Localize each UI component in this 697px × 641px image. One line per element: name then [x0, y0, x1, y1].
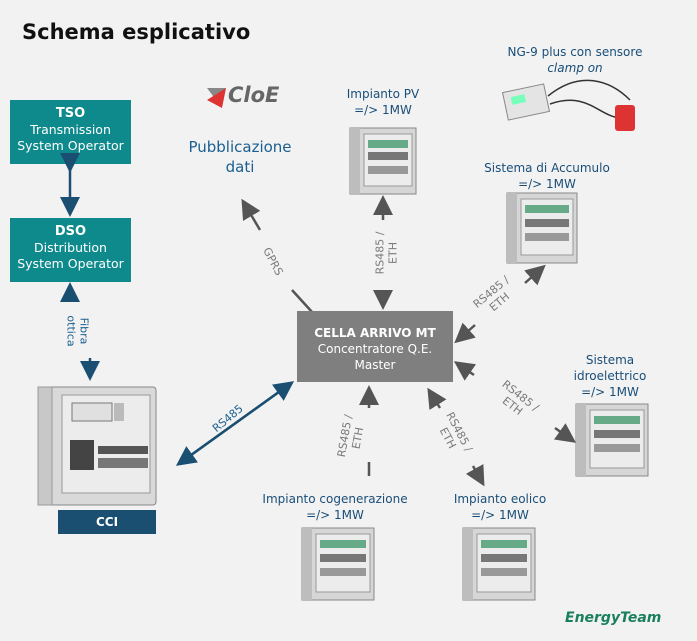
- accumulo-line1: Sistema di Accumulo: [484, 161, 610, 175]
- cloe-logo-text: CloE: [228, 83, 280, 107]
- accumulo-cabinet-image: [506, 192, 578, 264]
- publication-line2: dati: [225, 158, 255, 176]
- cci-label: CCI: [58, 510, 156, 534]
- ng9-label: NG-9 plus con sensore clamp on: [490, 44, 660, 76]
- eolico-label: Impianto eolico =/> 1MW: [440, 491, 560, 523]
- idro-label: Sistema idroelettrico =/> 1MW: [560, 352, 660, 400]
- pv-cabinet-image: [349, 127, 417, 195]
- idro-in-arrow: [453, 361, 477, 381]
- publication-label: Pubblicazione dati: [185, 137, 295, 177]
- cloe-logo-icon: [207, 88, 226, 108]
- dso-box: DSO Distribution System Operator: [10, 218, 131, 282]
- idro-cabinet-image: [575, 403, 649, 477]
- energyteam-logo: EnergyTeam: [565, 610, 662, 626]
- idro-line1: Sistema: [585, 353, 635, 367]
- eolico-cabinet-image: [462, 527, 536, 601]
- ng9-device-image: [501, 79, 635, 131]
- tso-box: TSO Transmission System Operator: [10, 100, 131, 164]
- ng9-line2: clamp on: [547, 61, 603, 75]
- pv-link-label: RS485 / ETH: [373, 232, 399, 275]
- pv-link-line2: ETH: [386, 242, 400, 264]
- publication-line1: Pubblicazione: [188, 138, 292, 156]
- pv-line2: =/> 1MW: [354, 103, 412, 117]
- accumulo-label: Sistema di Accumulo =/> 1MW: [472, 160, 622, 192]
- idro-line3: =/> 1MW: [581, 385, 639, 399]
- ng9-line1: NG-9 plus con sensore: [507, 45, 643, 59]
- tso-abbr: TSO: [55, 106, 86, 121]
- eolico-line1: Impianto eolico: [453, 492, 547, 506]
- pv-link-line1: RS485 /: [373, 231, 387, 275]
- cogen-line1: Impianto cogenerazione: [262, 492, 408, 506]
- center-cci-arrow: [175, 382, 291, 466]
- accumulo-out-arrow: [524, 264, 546, 286]
- dso-line2: System Operator: [17, 256, 124, 271]
- cci-cabinet-image: [37, 386, 157, 506]
- gprs-line-lower: [291, 289, 313, 313]
- gprs-arrow-upper: [241, 198, 262, 231]
- idro-out-arrow: [553, 423, 577, 443]
- eolico-down-arrow: [465, 464, 485, 487]
- pv-label: Impianto PV =/> 1MW: [323, 86, 443, 118]
- cogen-cabinet-image: [301, 527, 375, 601]
- eolico-up-arrow: [427, 387, 447, 411]
- center-line1: CELLA ARRIVO MT: [314, 326, 436, 340]
- cogen-line2: =/> 1MW: [306, 508, 364, 522]
- cogen-label: Impianto cogenerazione =/> 1MW: [255, 491, 415, 523]
- center-concentrator-box: CELLA ARRIVO MT Concentratore Q.E. Maste…: [297, 311, 453, 382]
- idro-line2: idroelettrico: [573, 369, 647, 383]
- dso-abbr: DSO: [54, 224, 87, 239]
- dso-line1: Distribution: [34, 240, 107, 255]
- center-line3: Master: [354, 358, 396, 372]
- page-title: Schema esplicativo: [22, 20, 251, 44]
- eolico-line2: =/> 1MW: [471, 508, 529, 522]
- tso-line1: Transmission: [30, 122, 111, 137]
- accumulo-line2: =/> 1MW: [518, 177, 576, 191]
- tso-line2: System Operator: [17, 138, 124, 153]
- pv-line1: Impianto PV: [346, 87, 420, 101]
- accumulo-in-arrow: [454, 322, 476, 344]
- center-line2: Concentratore Q.E.: [317, 342, 433, 356]
